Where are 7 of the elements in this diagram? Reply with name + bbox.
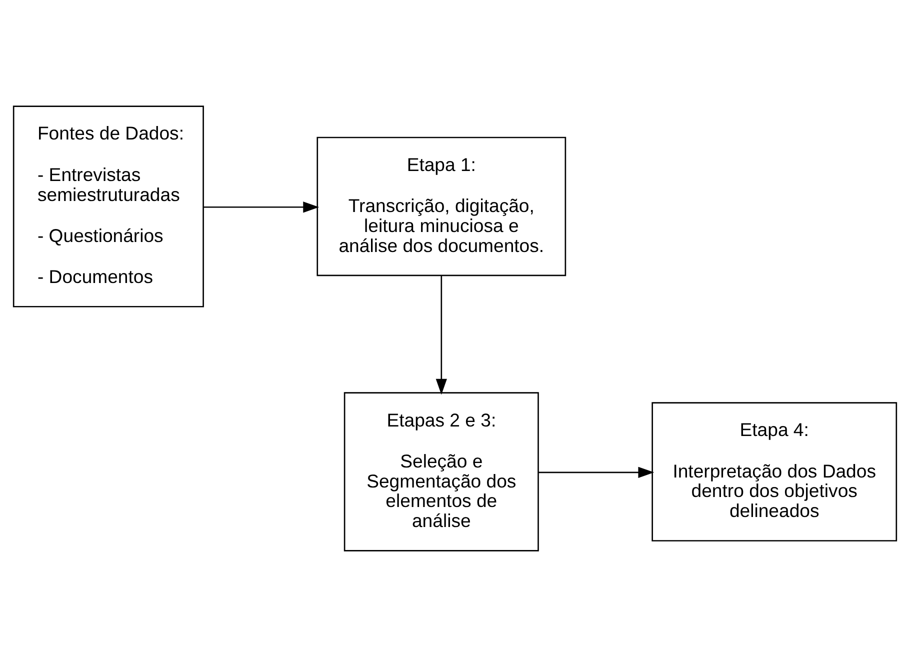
node-box: Fontes de Dados: - Entrevistas semiestruturadas - Questionários - Documentos: [12, 106, 204, 308]
arrow: [436, 275, 447, 395]
node-box: Etapa 4: Interpretação dos Dados dentro dos objetivos delineados: [652, 402, 898, 542]
node-box: Etapas 2 e 3: Seleção e Segmentação dos elementos de análise: [344, 392, 539, 552]
arrow: [203, 202, 320, 213]
arrow: [538, 466, 654, 478]
node-box: Etapa 1: Transcrição, digitação, leitura minuciosa e análise dos documentos.: [316, 136, 566, 276]
